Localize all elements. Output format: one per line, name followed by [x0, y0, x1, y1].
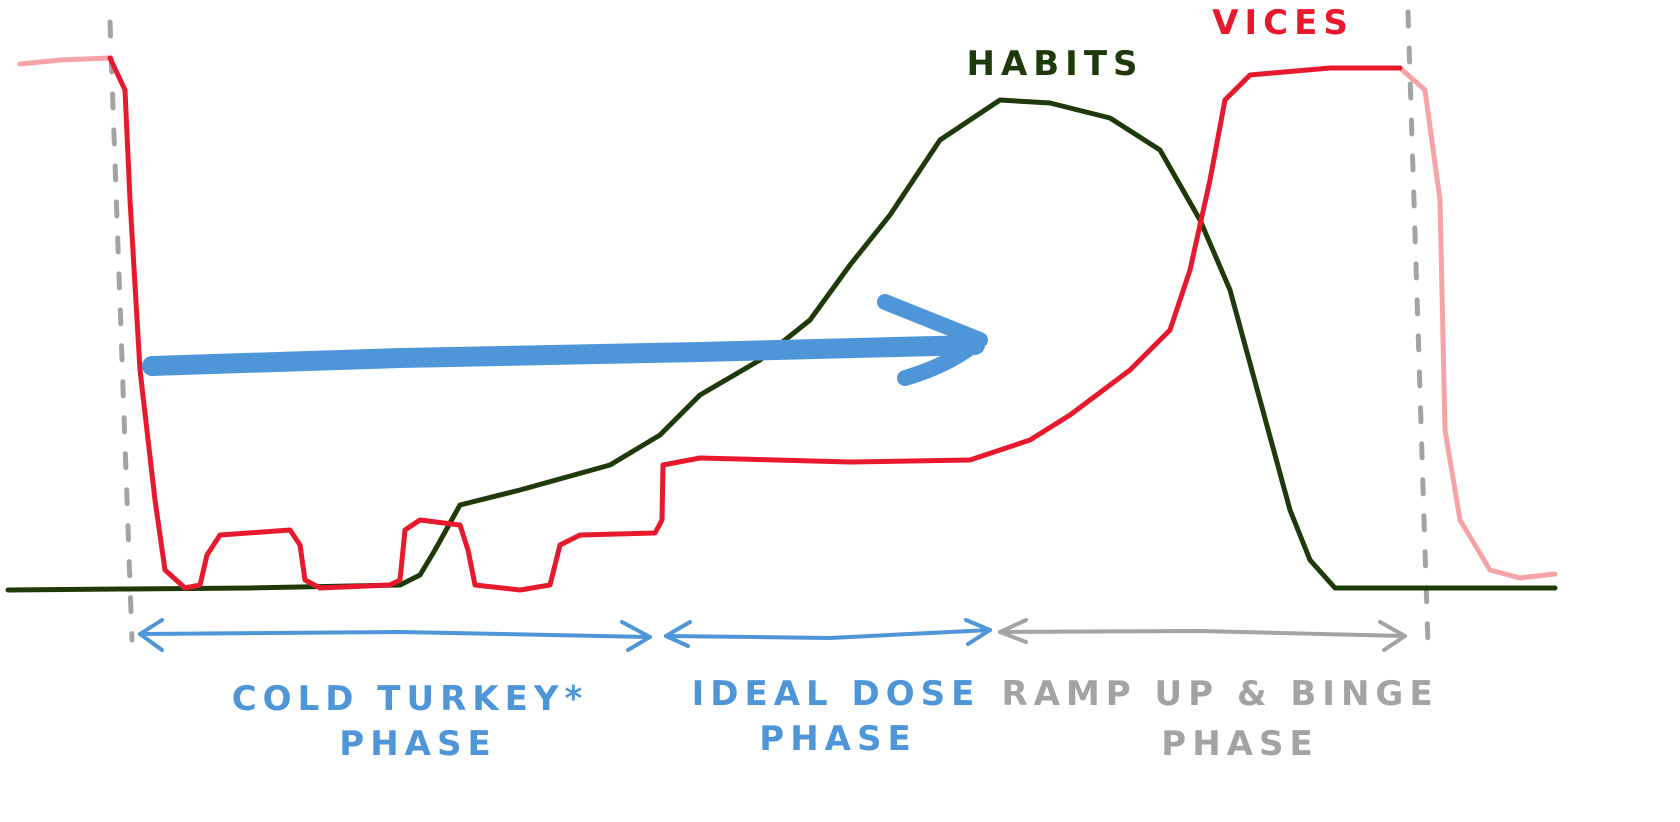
divider-right — [1405, 9, 1431, 648]
ramp-up-phase-label: RAMP UP & BINGE — [1001, 674, 1438, 714]
ramp-up-range-arrow — [998, 618, 1407, 652]
vices-curve-faded-right — [1397, 65, 1558, 581]
ideal-dose-phase-label-2: PHASE — [759, 719, 916, 759]
ideal-dose-phase-label: IDEAL DOSE — [692, 674, 981, 714]
vices-curve-faded-left — [17, 55, 113, 67]
habits-label: HABITS — [966, 44, 1143, 84]
vices-label: VICES — [1212, 3, 1354, 43]
progress-arrow — [142, 335, 985, 376]
divider-left — [107, 19, 135, 643]
cold-turkey-range-arrow — [138, 618, 652, 652]
vices-curve — [107, 55, 1403, 593]
ideal-dose-range-arrow — [664, 618, 992, 648]
habits-curve — [5, 97, 1558, 593]
cold-turkey-phase-label: COLD TURKEY* — [232, 679, 589, 719]
ramp-up-phase-label-2: PHASE — [1161, 724, 1318, 764]
cold-turkey-phase-label-2: PHASE — [339, 724, 496, 764]
progress-arrow-head — [877, 294, 988, 386]
